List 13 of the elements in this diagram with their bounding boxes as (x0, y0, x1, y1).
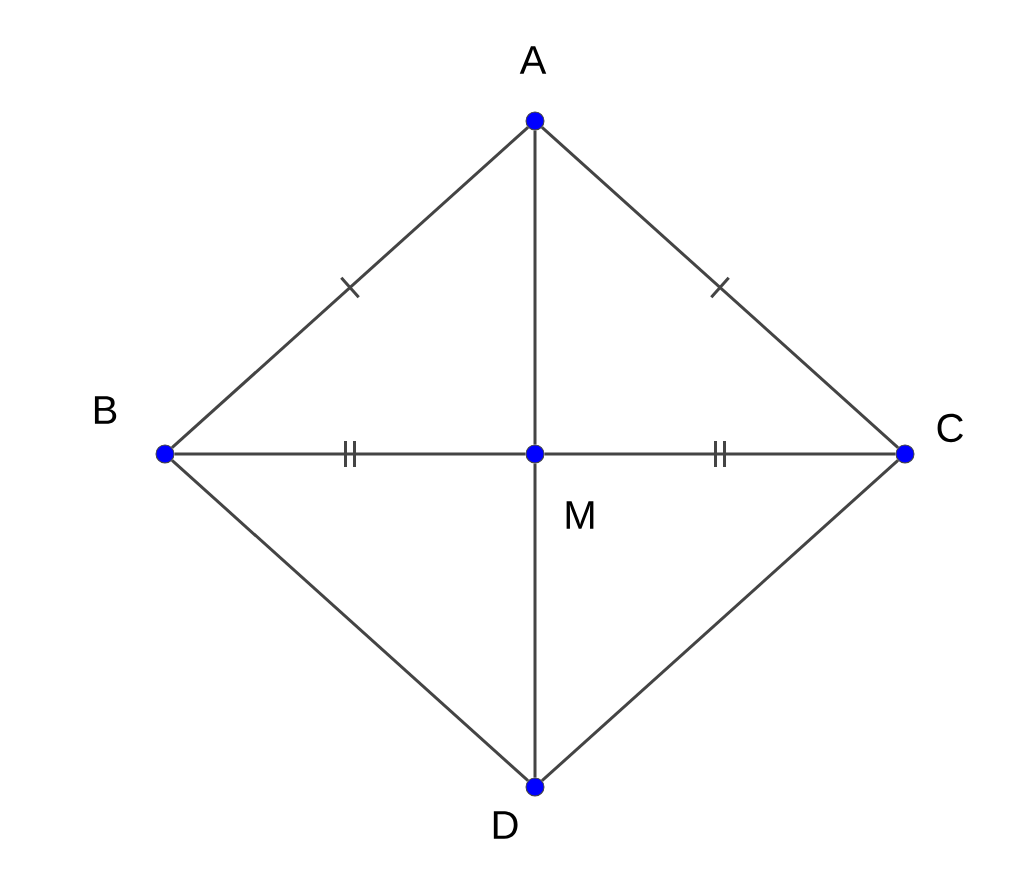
point-label: C (937, 413, 963, 443)
line-segment (171, 126, 529, 449)
line-segment (541, 126, 899, 449)
line-segment (171, 459, 529, 782)
point-label: D (493, 811, 518, 839)
point-label: B (94, 396, 117, 424)
line-segment (533, 463, 537, 778)
line-segment (533, 130, 537, 445)
point-label: A (519, 46, 547, 74)
point-label: M (566, 501, 594, 529)
line-segment (541, 459, 899, 782)
line-segment (174, 452, 526, 456)
line-segment (544, 452, 896, 456)
